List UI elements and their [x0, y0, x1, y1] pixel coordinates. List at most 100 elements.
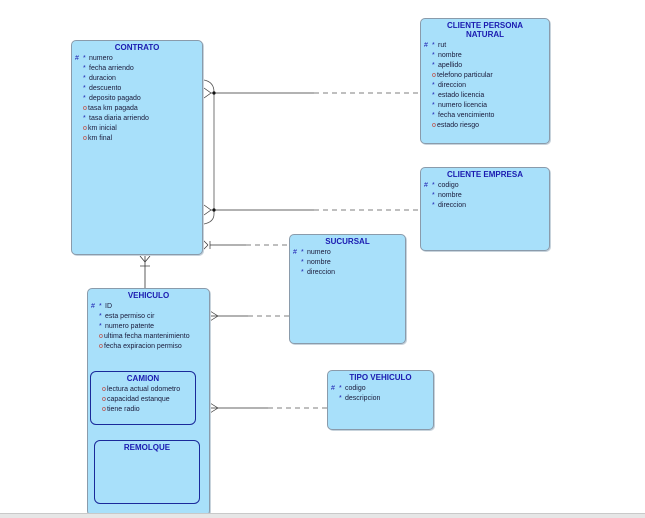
attribute-row: *fecha arriendo — [72, 64, 202, 74]
optional-marker: o — [83, 135, 87, 142]
optional-marker: o — [99, 343, 103, 350]
mandatory-marker: * — [339, 385, 342, 392]
mandatory-marker: * — [432, 82, 435, 89]
optional-marker: o — [102, 406, 106, 413]
entity-contrato[interactable]: CONTRATO #*numero*fecha arriendo*duracio… — [71, 40, 203, 255]
entity-cliente-empresa[interactable]: CLIENTE EMPRESA #*codigo*nombre*direccio… — [420, 167, 550, 251]
entity-title: CLIENTE PERSONA NATURAL — [421, 19, 549, 39]
attribute-name: rut — [438, 42, 447, 49]
entity-cliente-persona-natural[interactable]: CLIENTE PERSONA NATURAL #*rut*nombre*ape… — [420, 18, 550, 144]
attribute-row: *descuento — [72, 84, 202, 94]
subtype-title: REMOLQUE — [123, 443, 171, 452]
entity-vehiculo[interactable]: VEHICULO #*ID*esta permiso cir*numero pa… — [87, 288, 210, 516]
attribute-name: codigo — [438, 182, 459, 189]
attribute-name: direccion — [307, 269, 336, 276]
mandatory-marker: * — [301, 259, 304, 266]
attribute-row: *nombre — [421, 191, 549, 201]
mandatory-marker: * — [99, 323, 102, 330]
primary-key-marker: # — [424, 42, 428, 49]
attribute-row: *direccion — [421, 201, 549, 211]
attribute-name: telefono particular — [437, 72, 493, 79]
entity-title: SUCURSAL — [325, 237, 370, 246]
attribute-row: *nombre — [421, 51, 549, 61]
mandatory-marker: * — [432, 192, 435, 199]
mandatory-marker: * — [432, 42, 435, 49]
optional-marker: o — [99, 333, 103, 340]
exclusive-arc — [203, 79, 215, 225]
mandatory-marker: * — [301, 269, 304, 276]
attribute-row: *estado licencia — [421, 91, 549, 101]
attribute-list: #*numero*fecha arriendo*duracion*descuen… — [72, 54, 202, 144]
optional-marker: o — [102, 396, 106, 403]
entity-title: TIPO VEHICULO — [349, 373, 412, 382]
attribute-name: estado riesgo — [437, 122, 480, 129]
attribute-list: #*codigo*descripcion — [328, 384, 433, 404]
attribute-name: deposito pagado — [89, 95, 141, 102]
mandatory-marker: * — [301, 249, 304, 256]
attribute-row: *direccion — [290, 268, 405, 278]
mandatory-marker: * — [432, 62, 435, 69]
entity-tipo-vehiculo[interactable]: TIPO VEHICULO #*codigo*descripcion — [327, 370, 434, 430]
primary-key-marker: # — [91, 303, 95, 310]
attribute-name: numero — [307, 249, 331, 256]
mandatory-marker: * — [83, 85, 86, 92]
attribute-row: *esta permiso cir — [88, 312, 209, 322]
attribute-name: km inicial — [88, 125, 117, 132]
mandatory-marker: * — [83, 65, 86, 72]
optional-marker: o — [432, 72, 436, 79]
attribute-name: descripcion — [345, 395, 381, 402]
mandatory-marker: * — [83, 55, 86, 62]
attribute-row: #*codigo — [328, 384, 433, 394]
attribute-name: tiene radio — [107, 406, 140, 413]
attribute-name: numero patente — [105, 323, 155, 330]
entity-title: CLIENTE EMPRESA — [446, 170, 523, 179]
mandatory-marker: * — [432, 52, 435, 59]
mandatory-marker: * — [99, 313, 102, 320]
attribute-row: *deposito pagado — [72, 94, 202, 104]
mandatory-marker: * — [83, 95, 86, 102]
attribute-name: duracion — [89, 75, 116, 82]
optional-marker: o — [432, 122, 436, 129]
attribute-name: km final — [88, 135, 113, 142]
subtype-title: CAMION — [126, 374, 160, 383]
attribute-name: tasa diaria arriendo — [89, 115, 149, 122]
entity-title: VEHICULO — [127, 291, 170, 300]
entity-sucursal[interactable]: SUCURSAL #*numero*nombre*direccion — [289, 234, 406, 344]
rel-vehiculo-sucursal — [209, 310, 289, 322]
status-bar — [0, 513, 645, 518]
optional-marker: o — [102, 386, 106, 393]
entity-title-line-2: NATURAL — [465, 30, 505, 39]
subtype-remolque[interactable]: REMOLQUE — [94, 440, 200, 504]
attribute-row: *duracion — [72, 74, 202, 84]
attribute-name: direccion — [438, 202, 467, 209]
rel-contrato-cliente-empresa — [203, 204, 420, 216]
attribute-row: # *rut — [421, 41, 549, 51]
primary-key-marker: # — [75, 55, 79, 62]
attribute-name: fecha arriendo — [89, 65, 134, 72]
attribute-row: # *numero — [290, 248, 405, 258]
attribute-row: *fecha vencimiento — [421, 111, 549, 121]
primary-key-marker: # — [293, 249, 297, 256]
attribute-name: numero licencia — [438, 102, 488, 109]
attribute-name: esta permiso cir — [105, 313, 155, 320]
attribute-name: nombre — [438, 52, 462, 59]
mandatory-marker: * — [432, 112, 435, 119]
attribute-name: fecha expiracion permiso — [104, 343, 182, 350]
rel-contrato-cliente-persona — [203, 87, 420, 99]
rel-contrato-sucursal — [202, 239, 289, 251]
attribute-list: #*codigo*nombre*direccion — [421, 181, 549, 211]
attribute-name: ID — [105, 303, 112, 310]
optional-marker: o — [83, 105, 87, 112]
entity-title-line-1: CLIENTE PERSONA — [446, 21, 523, 30]
attribute-name: direccion — [438, 82, 467, 89]
attribute-name: codigo — [345, 385, 366, 392]
